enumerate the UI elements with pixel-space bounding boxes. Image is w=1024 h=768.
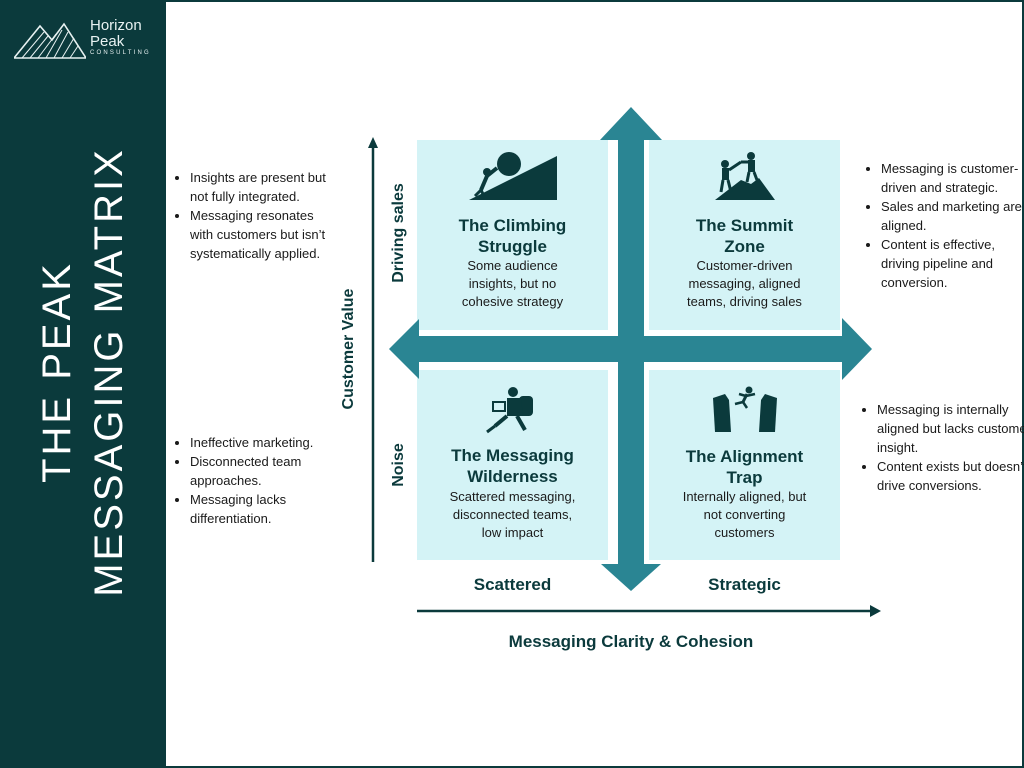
quadrant-climbing-struggle: The Climbing Struggle Some audience insi… [417,140,608,330]
x-axis-label: Messaging Clarity & Cohesion [508,632,754,651]
horizontal-divider-arrow [389,318,872,380]
note-item: Messaging resonates with customers but i… [190,206,340,263]
notes-bottom-left: Ineffective marketing. Disconnected team… [172,433,350,528]
y-axis-top-label: Driving sales [390,183,407,283]
note-item: Content exists but doesn’t drive convers… [877,457,1024,495]
quadrant-desc-line3: low impact [481,525,544,540]
quadrant-summit-zone: The Summit Zone Customer-driven messagin… [649,140,840,330]
note-item: Insights are present but not fully integ… [190,168,340,206]
sidebar: Horizon Peak CONSULTING THE PEAK MESSAGI… [0,0,166,768]
quadrant-title-line2: Wilderness [467,467,558,486]
logo-text-consulting: CONSULTING [90,50,151,56]
quadrant-desc-line2: insights, but no [468,276,557,291]
hiker-reading-map-icon [485,387,533,434]
quadrant-title-line1: The Summit [695,216,794,235]
quadrant-title-line1: The Climbing [458,216,567,235]
quadrant-title-line2: Trap [726,468,763,487]
x-axis-left-label: Scattered [473,575,552,594]
note-item: Content is effective, driving pipeline a… [881,235,1024,292]
company-logo: Horizon Peak CONSULTING [14,16,154,62]
quadrant-desc-line2: not converting [703,507,786,522]
quadrant-title-line2: Struggle [478,237,547,256]
y-axis-label: Customer Value [340,288,357,410]
note-item: Ineffective marketing. [190,433,350,452]
quadrant-title-line2: Zone [724,237,765,256]
quadrant-desc-line1: Customer-driven [696,258,793,273]
quadrant-title-line1: The Messaging [451,446,574,465]
note-item: Messaging is customer-driven and strateg… [881,159,1024,197]
x-axis-arrowhead [870,605,881,617]
x-axis-right-label: Strategic [708,575,781,594]
note-item: Sales and marketing are aligned. [881,197,1024,235]
notes-top-left: Insights are present but not fully integ… [172,168,340,263]
quadrant-title-line1: The Alignment [685,447,804,466]
climbing-boulder-icon [468,152,557,200]
note-item: Disconnected team approaches. [190,452,350,490]
notes-top-right: Messaging is customer-driven and strateg… [863,159,1024,292]
quadrant-desc-line1: Some audience [467,258,558,273]
logo-text-peak: Peak [90,33,125,50]
y-axis-arrowhead [368,137,378,148]
note-item: Messaging lacks differentiation. [190,490,350,528]
quadrant-desc-line1: Scattered messaging, [449,489,576,504]
y-axis-bottom-label: Noise [390,443,407,487]
cliff-jump-icon [712,386,777,432]
logo-text-horizon: Horizon [90,17,142,34]
note-item: Messaging is internally aligned but lack… [877,400,1024,457]
quadrant-desc-line3: cohesive strategy [461,294,564,309]
notes-bottom-right: Messaging is internally aligned but lack… [859,400,1024,495]
quadrant-desc-line3: teams, driving sales [687,294,802,309]
mountain-logo-icon [14,22,86,59]
quadrant-desc-line1: Internally aligned, but [682,489,807,504]
quadrant-desc-line2: disconnected teams, [452,507,573,522]
summit-climbers-icon [714,152,775,200]
quadrant-desc-line3: customers [714,525,775,540]
quadrant-alignment-trap: The Alignment Trap Internally aligned, b… [649,370,840,560]
quadrant-desc-line2: messaging, aligned [688,276,801,291]
quadrant-messaging-wilderness: The Messaging Wilderness Scattered messa… [417,370,608,560]
